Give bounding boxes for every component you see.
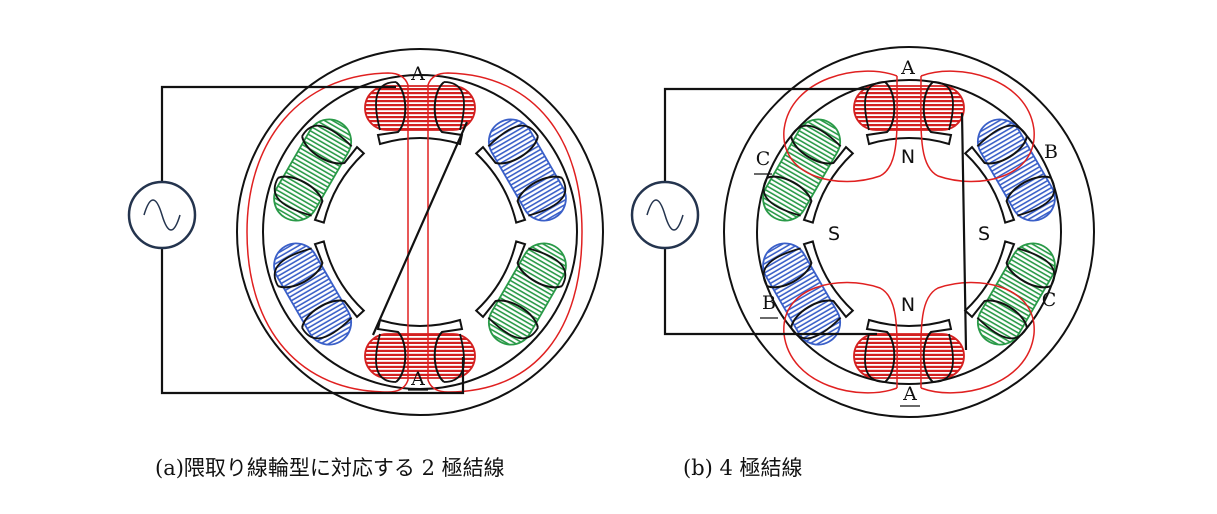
flux-loop: [920, 281, 1035, 394]
diagram-a: A A: [127, 48, 604, 416]
flux-loop: [783, 281, 898, 394]
stator-yoke-circle: [262, 74, 578, 390]
label-c-left: C: [756, 148, 771, 170]
label-a-top: A: [900, 57, 915, 79]
pole-b-coil: [474, 118, 567, 224]
label-s-left: S: [828, 223, 840, 245]
ac-source-icon: [127, 180, 197, 250]
pole-c-coil: [963, 240, 1056, 346]
flux-loop: [920, 70, 1035, 183]
pole-c-coil: [474, 240, 567, 346]
pole-b-coil: [273, 240, 366, 346]
diagram-b: A N N S S C B B C A: [630, 46, 1095, 418]
wiring: [160, 85, 469, 395]
label-n-bottom: N: [901, 294, 915, 316]
stator-poles: [762, 81, 1056, 383]
label-s-right: S: [978, 223, 990, 245]
pole-a-coil: [853, 81, 965, 146]
label-b-right: B: [1044, 141, 1058, 163]
caption-b: (b) 4 極結線: [683, 456, 803, 480]
pole-b-coil: [762, 240, 855, 346]
stator-outer-circle: [723, 46, 1095, 418]
pole-c-coil: [273, 118, 366, 224]
label-n-top: N: [901, 146, 915, 168]
wiring: [663, 87, 968, 351]
stator-yoke-circle: [756, 79, 1062, 385]
flux-loops: [783, 70, 1035, 394]
ac-source-icon: [630, 180, 700, 250]
stator-poles: [273, 81, 567, 383]
label-a-top: A: [410, 63, 425, 85]
label-a-bottom: A: [902, 383, 917, 405]
pole-b-coil: [963, 118, 1056, 224]
label-c-right: C: [1042, 289, 1057, 311]
flux-loop: [783, 70, 898, 183]
pole-a-coil: [364, 81, 476, 146]
label-b-left: B: [762, 292, 776, 314]
pole-a-coil: [853, 318, 965, 383]
stator-outer-circle: [236, 48, 604, 416]
caption-a: (a)隈取り線輪型に対応する 2 極結線: [155, 456, 505, 480]
pole-c-coil: [762, 118, 855, 224]
pole-a-coil: [364, 318, 476, 383]
label-a-bottom: A: [410, 368, 425, 390]
